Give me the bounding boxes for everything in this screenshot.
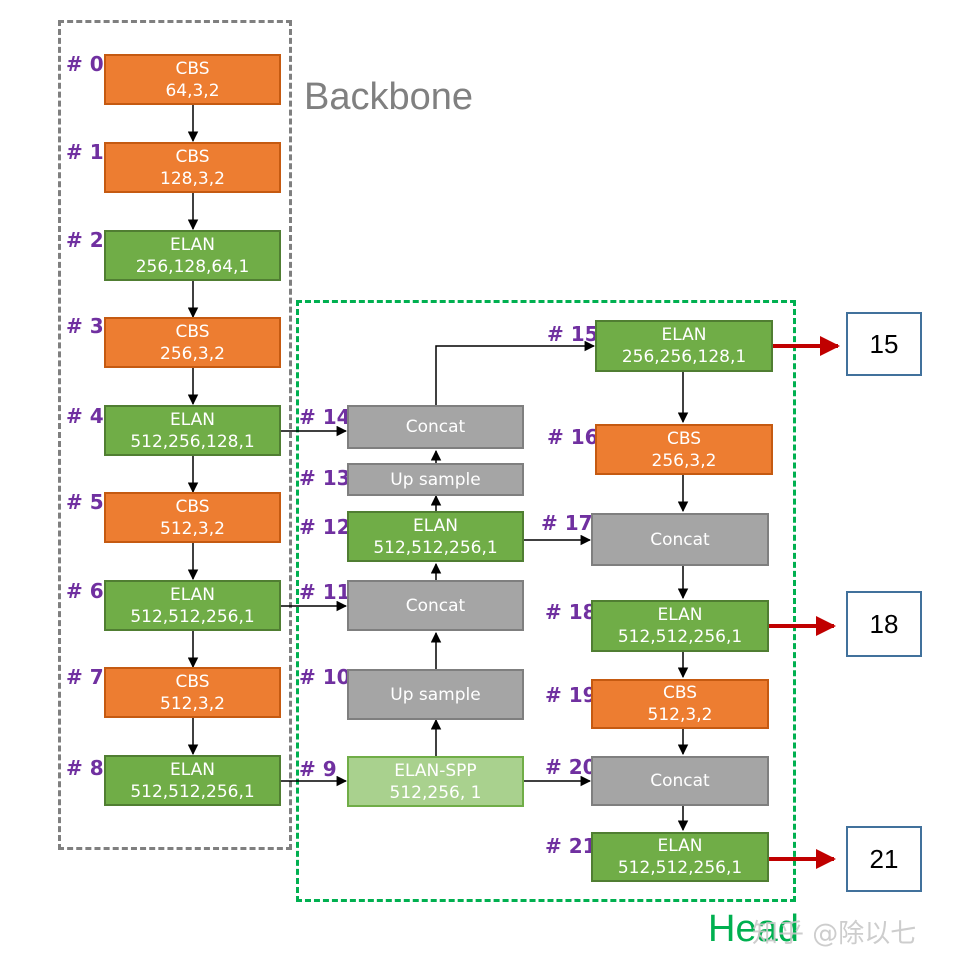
node-title: ELAN-SPP [394, 760, 477, 781]
node-4-elan: ELAN 512,256,128,1 [104, 405, 281, 456]
index-label-1: # 1 [66, 140, 104, 164]
edge-14-15 [435, 340, 596, 405]
node-title: ELAN [170, 409, 215, 430]
node-title: ELAN [170, 234, 215, 255]
node-title: Concat [650, 529, 710, 550]
index-label-18: # 18 [545, 600, 597, 624]
node-14-concat: Concat [347, 405, 524, 449]
node-3-cbs: CBS 256,3,2 [104, 317, 281, 368]
node-title: Concat [650, 771, 710, 791]
node-title: CBS [175, 58, 210, 79]
index-label-4: # 4 [66, 404, 104, 428]
node-11-concat: Concat [347, 580, 524, 631]
index-label-19: # 19 [545, 683, 597, 707]
node-params: 512,3,2 [647, 705, 713, 725]
index-label-2: # 2 [66, 228, 104, 252]
node-params: 512,3,2 [160, 518, 225, 539]
node-15-elan: ELAN 256,256,128,1 [595, 320, 773, 372]
node-9-elan-spp: ELAN-SPP 512,256, 1 [347, 756, 524, 807]
index-label-13: # 13 [299, 466, 351, 490]
node-1-cbs: CBS 128,3,2 [104, 142, 281, 193]
node-21-elan: ELAN 512,512,256,1 [591, 832, 769, 882]
node-params: 256,128,64,1 [135, 256, 250, 277]
node-title: Up sample [390, 469, 481, 490]
output-box-21: 21 [846, 826, 922, 892]
node-params: 512,3,2 [160, 693, 225, 714]
node-13-upsample: Up sample [347, 463, 524, 496]
node-params: 256,256,128,1 [621, 347, 747, 367]
index-label-12: # 12 [299, 515, 351, 539]
node-6-elan: ELAN 512,512,256,1 [104, 580, 281, 631]
index-label-16: # 16 [547, 425, 599, 449]
node-0-cbs: CBS 64,3,2 [104, 54, 281, 105]
index-label-3: # 3 [66, 314, 104, 338]
node-title: ELAN [657, 605, 703, 625]
node-title: CBS [175, 496, 210, 517]
node-params: 128,3,2 [160, 168, 225, 189]
node-title: CBS [666, 428, 702, 449]
node-title: Up sample [390, 684, 481, 705]
index-label-14: # 14 [299, 405, 351, 429]
node-title: ELAN [657, 836, 703, 856]
head-region-frame [296, 300, 796, 902]
node-title: CBS [175, 321, 210, 342]
node-params: 512,512,256,1 [373, 537, 498, 558]
index-label-5: # 5 [66, 490, 104, 514]
node-title: ELAN [170, 759, 215, 780]
index-label-7: # 7 [66, 665, 104, 689]
node-params: 256,3,2 [160, 343, 225, 364]
index-label-17: # 17 [541, 511, 593, 535]
node-10-upsample: Up sample [347, 669, 524, 720]
index-label-20: # 20 [545, 755, 597, 779]
node-params: 512,512,256,1 [130, 606, 255, 627]
node-title: CBS [175, 671, 210, 692]
node-params: 512,512,256,1 [617, 858, 743, 878]
backbone-label: Backbone [304, 76, 474, 118]
backbone-region-frame [58, 20, 292, 850]
node-title: Concat [405, 595, 466, 616]
node-params: 512,512,256,1 [130, 781, 255, 802]
index-label-15: # 15 [547, 322, 599, 346]
node-title: ELAN [413, 515, 458, 536]
node-19-cbs: CBS 512,3,2 [591, 679, 769, 729]
node-title: CBS [662, 683, 698, 703]
head-label: Head [708, 908, 799, 950]
index-label-8: # 8 [66, 756, 104, 780]
node-params: 512,512,256,1 [617, 627, 743, 647]
index-label-6: # 6 [66, 579, 104, 603]
node-12-elan: ELAN 512,512,256,1 [347, 511, 524, 562]
node-7-cbs: CBS 512,3,2 [104, 667, 281, 718]
node-params: 512,256, 1 [389, 782, 482, 803]
watermark-text: 知乎 @除以七 [752, 919, 917, 949]
node-params: 64,3,2 [165, 80, 220, 101]
index-label-10: # 10 [299, 665, 351, 689]
node-2-elan: ELAN 256,128,64,1 [104, 230, 281, 281]
node-20-concat: Concat [591, 756, 769, 806]
node-17-concat: Concat [591, 513, 769, 566]
index-label-9: # 9 [299, 757, 337, 781]
node-5-cbs: CBS 512,3,2 [104, 492, 281, 543]
node-params: 512,256,128,1 [130, 431, 255, 452]
node-title: Concat [405, 417, 466, 437]
node-title: ELAN [170, 584, 215, 605]
node-params: 256,3,2 [651, 450, 717, 471]
node-8-elan: ELAN 512,512,256,1 [104, 755, 281, 806]
index-label-11: # 11 [299, 580, 351, 604]
index-label-21: # 21 [545, 834, 597, 858]
index-label-0: # 0 [66, 52, 104, 76]
node-title: CBS [175, 146, 210, 167]
node-title: ELAN [661, 325, 707, 345]
output-box-15: 15 [846, 312, 922, 376]
node-16-cbs: CBS 256,3,2 [595, 424, 773, 475]
output-box-18: 18 [846, 591, 922, 657]
node-18-elan: ELAN 512,512,256,1 [591, 600, 769, 652]
